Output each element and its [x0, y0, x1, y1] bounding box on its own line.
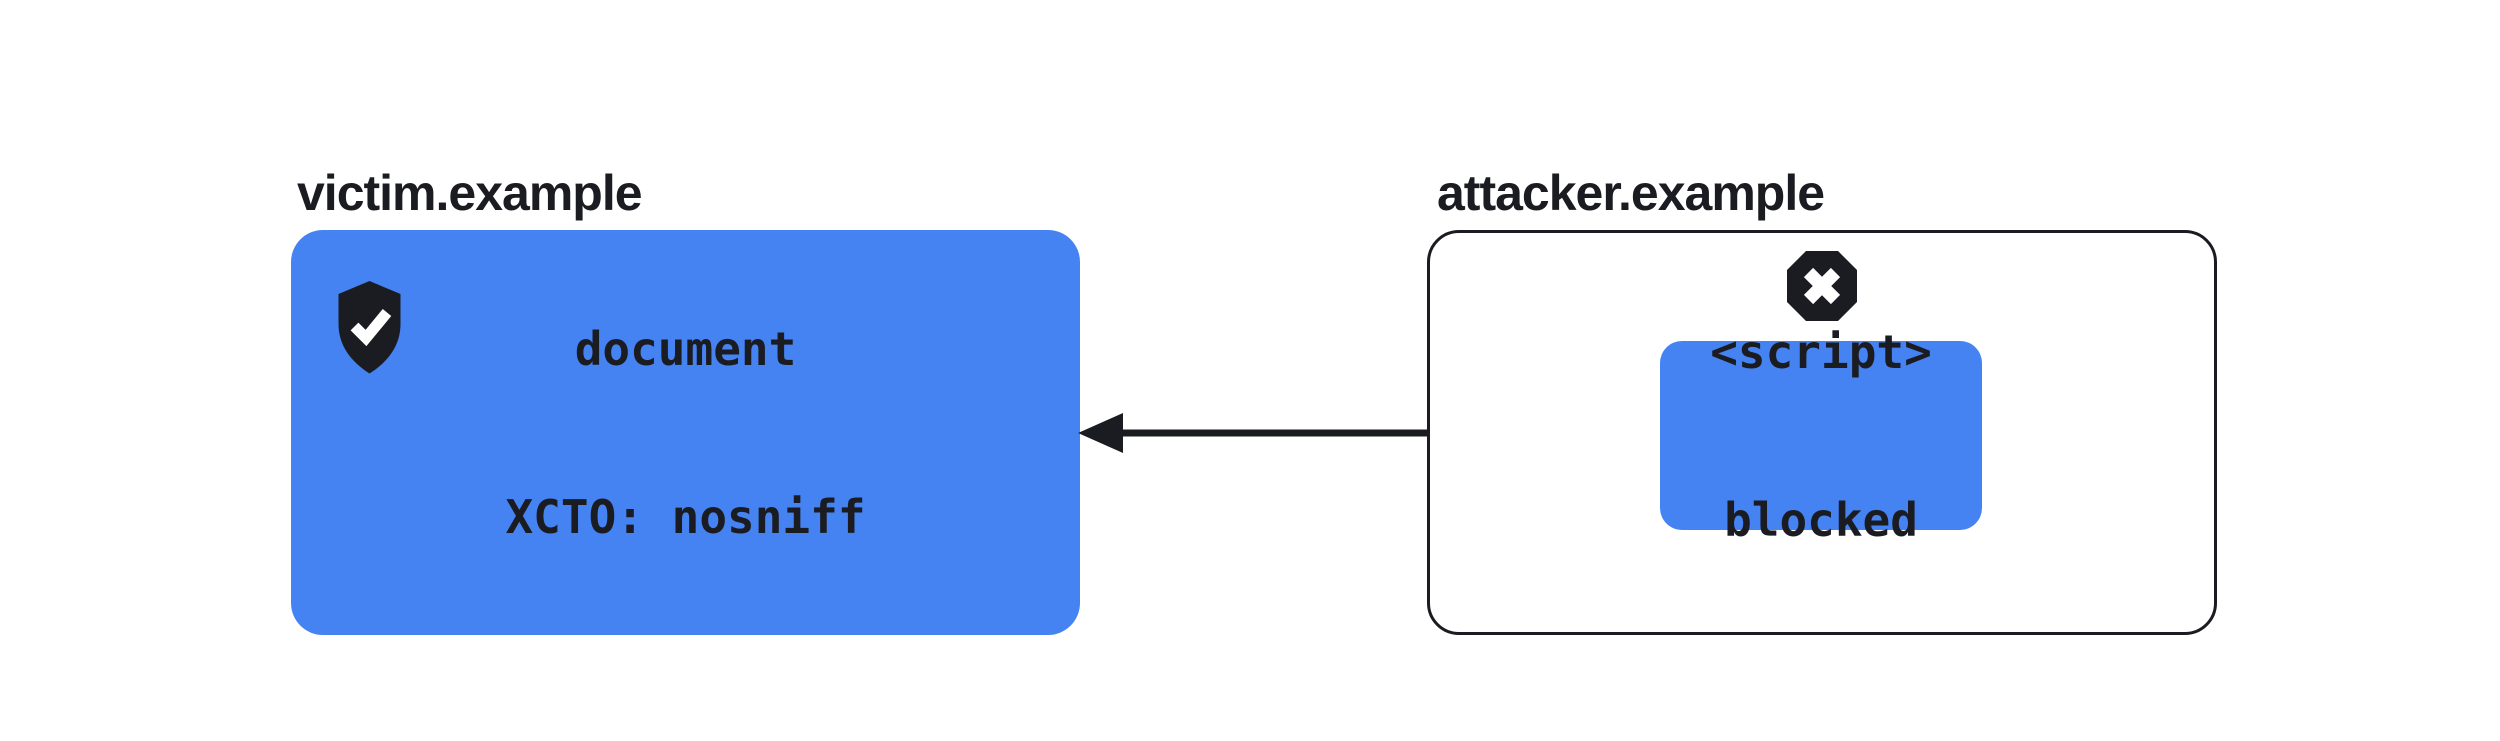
x-octagon-icon — [1787, 251, 1857, 321]
attacker-frame-box: <script> blocked — [1427, 230, 2217, 635]
script-box-line2: blocked — [1724, 492, 1918, 547]
victim-box-text: document XCTO: nosniff — [505, 209, 865, 657]
victim-origin-label: victim.example — [297, 165, 643, 221]
script-box-line1: <script> — [1710, 324, 1932, 379]
script-box-text: <script> blocked — [1710, 212, 1932, 660]
victim-box-line1: document — [574, 321, 797, 376]
arrow-head — [1078, 413, 1123, 453]
script-blocked-box: <script> blocked — [1660, 325, 1982, 547]
attacker-origin-label: attacker.example — [1437, 165, 1825, 221]
victim-box-line2: XCTO: nosniff — [505, 489, 866, 544]
victim-document-box: document XCTO: nosniff — [291, 230, 1080, 635]
shield-check-icon — [338, 281, 401, 374]
